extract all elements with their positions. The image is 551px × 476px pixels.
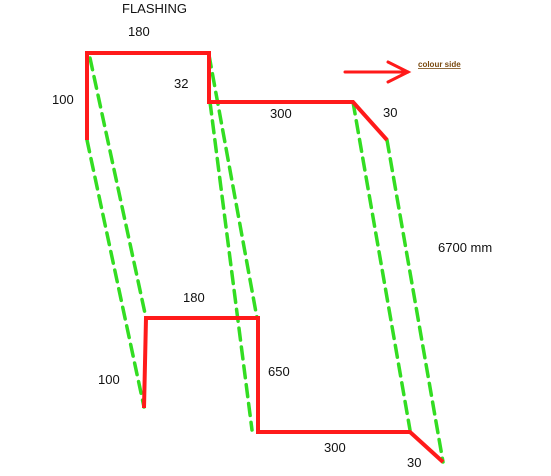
guide-line-3	[207, 53, 259, 320]
dim-bottom-top-flat: 180	[183, 290, 205, 305]
guide-line-1	[88, 56, 148, 320]
guide-line-2	[85, 138, 146, 409]
guide-line-4	[208, 100, 254, 432]
dim-top-step: 32	[174, 76, 188, 91]
guide-line-5	[351, 100, 412, 432]
dim-top-drip: 30	[383, 105, 397, 120]
bottom-profile-shape	[142, 316, 445, 464]
length-label: 6700 mm	[438, 240, 492, 255]
top-profile-shape	[85, 51, 389, 142]
colour-side-arrow	[343, 60, 412, 84]
colour-side-label: colour side	[418, 60, 461, 69]
dim-top-left-return: 100	[52, 92, 74, 107]
dim-bottom-flat: 300	[324, 440, 346, 455]
dim-top-wide-flat: 300	[270, 106, 292, 121]
diagram-title: FLASHING	[122, 1, 187, 16]
dim-bottom-left-upstand: 100	[98, 372, 120, 387]
dim-bottom-drip: 30	[407, 455, 421, 470]
dim-top-flat: 180	[128, 24, 150, 39]
extrusion-guides	[85, 53, 445, 464]
guide-line-6	[385, 138, 445, 464]
dim-bottom-drop: 650	[268, 364, 290, 379]
